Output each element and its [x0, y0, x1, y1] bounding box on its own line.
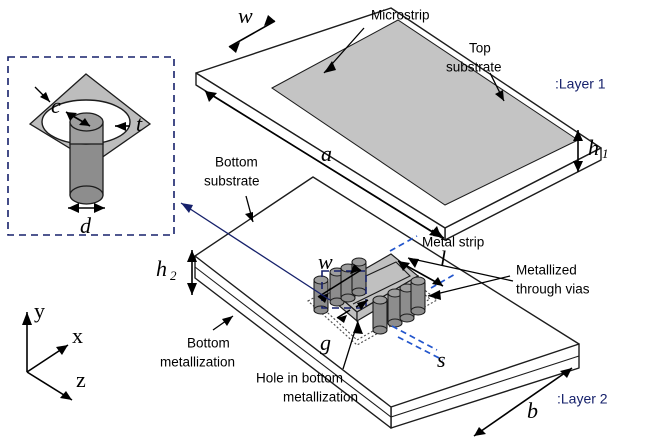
axis-label-x: x	[72, 323, 83, 348]
dimension-w-top: w	[228, 3, 276, 53]
label-h1: h	[588, 135, 599, 160]
label-l: l	[440, 246, 446, 271]
inset-detail: c t d	[7, 56, 175, 238]
axis-label-y: y	[34, 298, 45, 323]
via-cylinder	[351, 257, 367, 297]
inset-connector-arrow	[180, 202, 331, 301]
inset-dimension-c: c	[34, 86, 61, 118]
label-s: s	[437, 347, 446, 372]
axis-y: y	[22, 298, 45, 372]
leader-top-substrate: Top substrate	[446, 41, 505, 102]
label-h1-sub: 1	[602, 146, 609, 161]
inset-via-bottom-cap	[69, 185, 104, 205]
label-hole-line1: Hole in bottom	[256, 371, 343, 386]
inset-label-d: d	[80, 213, 92, 238]
label-metal-strip: Metal strip	[422, 235, 484, 250]
label-top-substrate-line2: substrate	[446, 60, 502, 75]
label-bottom-substrate-line1: Bottom	[215, 155, 258, 170]
dimension-w-bottom: w	[317, 249, 362, 303]
dimension-g: g	[320, 299, 369, 355]
leader-metallized-vias: Metallized through vias	[407, 257, 590, 300]
leader-metal-strip: Metal strip	[422, 229, 484, 250]
label-a: a	[321, 141, 332, 166]
leader-bottom-metallization: Bottom metallization	[160, 315, 235, 370]
inset-dimension-t: t	[115, 111, 143, 136]
via-detail-highlight-box	[321, 270, 367, 309]
dimension-h2: h 2	[156, 250, 197, 295]
leader-bottom-substrate: Bottom substrate	[204, 155, 260, 223]
dimension-h1: h 1	[573, 130, 609, 172]
inset-label-t: t	[136, 111, 143, 136]
top-substrate-left-face	[195, 72, 446, 241]
via-cylinder	[410, 276, 426, 316]
leader-hole: Hole in bottom metallization	[256, 320, 363, 405]
label-w-bottom: w	[318, 249, 333, 274]
label-metallized-vias-line2: through vias	[516, 282, 590, 297]
label-microstrip: Microstrip	[371, 8, 430, 23]
label-bottom-metallization-line2: metallization	[160, 355, 235, 370]
axis-z: z	[26, 367, 86, 401]
inset-label-c: c	[51, 93, 61, 118]
label-layer1: :Layer 1	[555, 76, 606, 92]
label-b: b	[527, 398, 538, 423]
label-metallized-vias-line1: Metallized	[516, 263, 577, 278]
axis-x: x	[26, 323, 83, 373]
label-bottom-substrate-line2: substrate	[204, 174, 260, 189]
axis-label-z: z	[76, 367, 86, 392]
label-g: g	[320, 330, 331, 355]
hole-outline-outer	[307, 257, 438, 346]
axis-triad: y x z	[22, 298, 86, 401]
label-layer2: :Layer 2	[557, 391, 608, 407]
inset-dimension-d: d	[68, 203, 105, 238]
dimension-l: l	[397, 246, 446, 287]
label-hole-line2: metallization	[283, 390, 358, 405]
via-cylinder	[372, 295, 388, 335]
label-w-top: w	[238, 3, 253, 28]
dimension-b: b	[473, 367, 573, 437]
blue-dash-guides	[389, 235, 458, 361]
leader-microstrip: Microstrip	[323, 8, 430, 74]
bottom-metallization-line	[194, 266, 580, 418]
label-h2-sub: 2	[170, 268, 177, 283]
inset-dimension-c-inner	[65, 111, 91, 127]
inset-border	[7, 56, 175, 236]
label-bottom-metallization-line1: Bottom	[187, 336, 230, 351]
label-top-substrate-line1: Top	[469, 41, 491, 56]
top-substrate-slab	[195, 7, 602, 241]
label-h2: h	[156, 256, 167, 281]
via-group-right	[372, 276, 426, 335]
